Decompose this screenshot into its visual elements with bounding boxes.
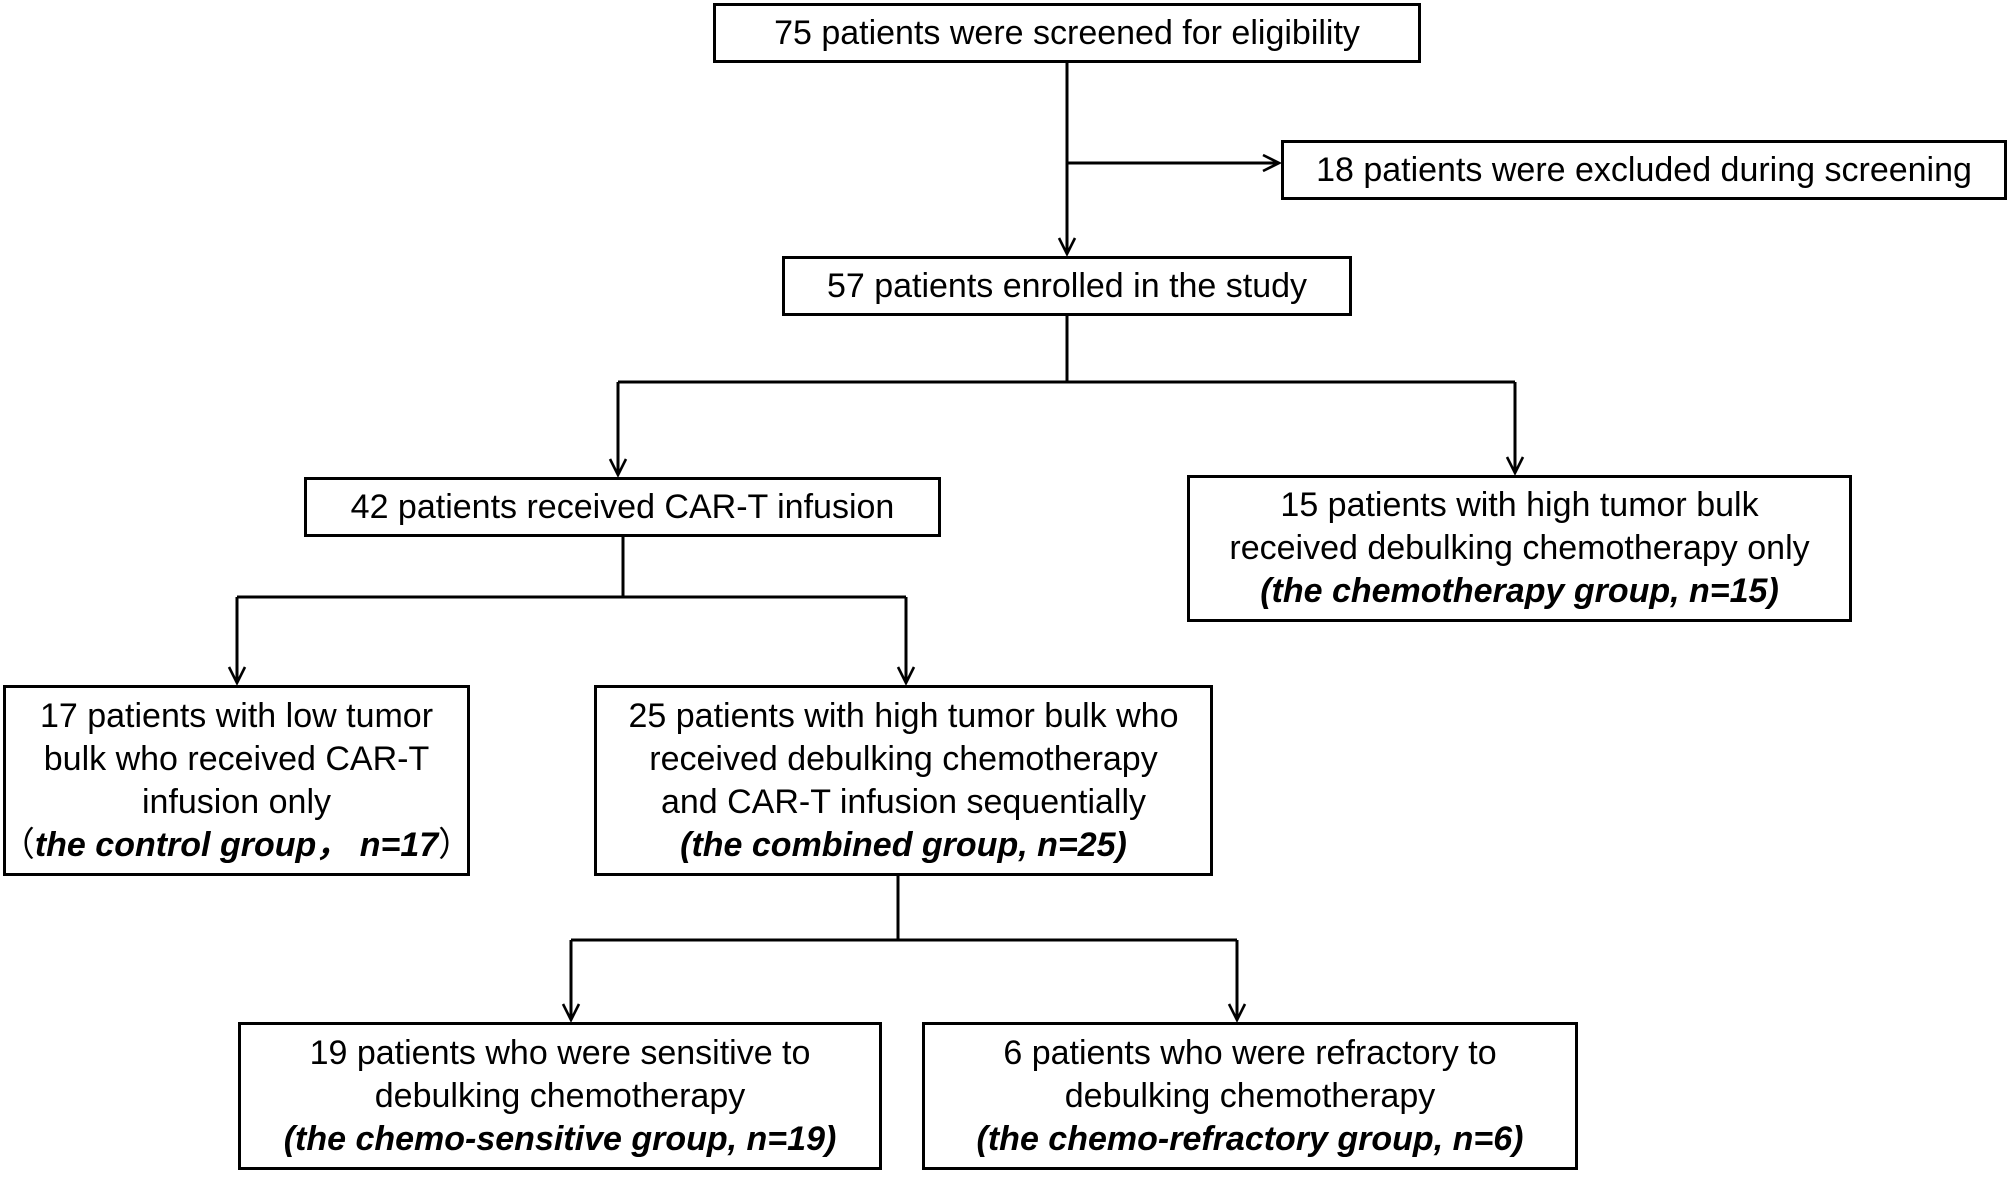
control-line-3: infusion only [141,782,331,821]
cart-infusion-box: 42 patients received CAR-T infusion [304,477,941,537]
control-paren-close: ） [438,825,473,864]
control-line-1: 17 patients with low tumor [39,696,434,735]
enrolled-text: 57 patients enrolled in the study [826,266,1308,305]
chemotherapy-line-2: received debulking chemotherapy only [1229,529,1810,567]
sensitive-line-1: 19 patients who were sensitive to [309,1033,811,1072]
excluded-text: 18 patients were excluded during screeni… [1316,150,1972,189]
combined-line-2: received debulking chemotherapy [649,739,1158,778]
combined-group-label: (the combined group, n=25) [680,825,1127,864]
combined-line-3: and CAR-T infusion sequentially [660,782,1147,821]
chemotherapy-group-box: 15 patients with high tumor bulk receive… [1187,475,1852,622]
sensitive-line-2: debulking chemotherapy [374,1076,746,1115]
sensitive-group-label: (the chemo-sensitive group, n=19) [283,1119,837,1158]
chemo-refractory-group-box: 6 patients who were refractory to debulk… [922,1022,1578,1170]
refractory-line-2: debulking chemotherapy [1064,1076,1436,1115]
cart-infusion-text: 42 patients received CAR-T infusion [350,487,895,526]
chemo-sensitive-group-box: 19 patients who were sensitive to debulk… [238,1022,882,1170]
control-group-label-row: （the control group， n=17） [1,824,472,867]
chemotherapy-group-label: (the chemotherapy group, n=15) [1260,572,1779,610]
excluded-box: 18 patients were excluded during screeni… [1281,140,2007,200]
refractory-line-1: 6 patients who were refractory to [1003,1033,1497,1072]
control-line-2: bulk who received CAR-T [43,739,430,778]
screened-box: 75 patients were screened for eligibilit… [713,3,1421,63]
control-paren-open: （ [0,825,35,864]
control-group-box: 17 patients with low tumor bulk who rece… [1,685,472,876]
refractory-group-label: (the chemo-refractory group, n=6) [976,1119,1524,1158]
combined-line-1: 25 patients with high tumor bulk who [628,696,1179,735]
combined-group-box: 25 patients with high tumor bulk who rec… [594,685,1213,876]
control-group-label: the control group， n=17 [34,825,439,864]
chemotherapy-line-1: 15 patients with high tumor bulk [1280,486,1759,524]
enrolled-box: 57 patients enrolled in the study [782,256,1352,316]
screened-text: 75 patients were screened for eligibilit… [774,13,1360,52]
